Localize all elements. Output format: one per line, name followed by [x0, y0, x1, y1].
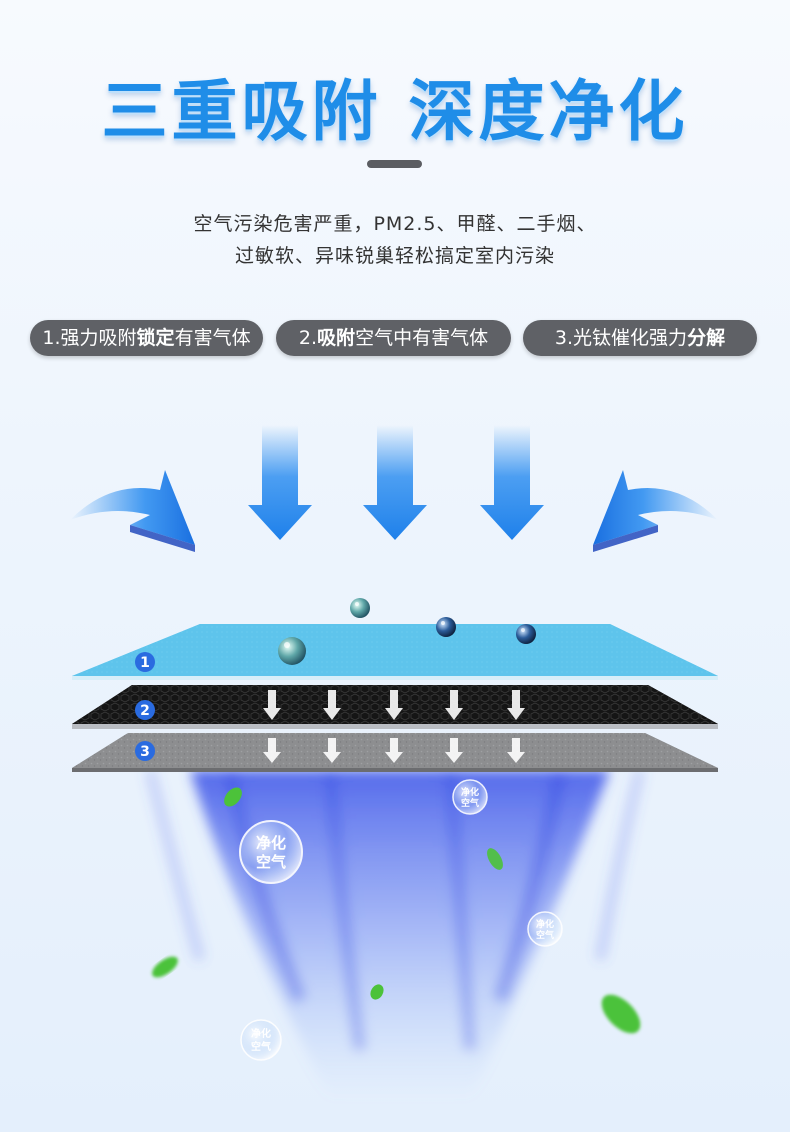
- svg-text:净化: 净化: [251, 1027, 271, 1040]
- svg-text:空气: 空气: [251, 1040, 271, 1053]
- svg-text:空气: 空气: [536, 929, 554, 941]
- arrow-curve-left-icon: [70, 470, 195, 552]
- svg-text:空气: 空气: [461, 797, 479, 809]
- clean-air-bubble: 净化 空气: [527, 911, 563, 947]
- layer-badge-3: 3: [135, 741, 155, 761]
- pill-1-bold: 锁定: [136, 327, 175, 349]
- svg-text:1: 1: [140, 655, 150, 671]
- svg-text:2: 2: [140, 703, 150, 719]
- feature-pill-2: 2.吸附空气中有害气体: [276, 320, 511, 356]
- svg-text:3: 3: [140, 744, 150, 760]
- pill-3-prefix: 3.光钛催化强力: [554, 327, 688, 349]
- subtitle-line-1: 空气污染危害严重，PM2.5、甲醛、二手烟、: [193, 213, 597, 235]
- leaf-icon: [152, 956, 178, 978]
- page-title: 三重吸附 深度净化: [101, 73, 689, 150]
- arrow-down-icon: [248, 425, 312, 540]
- pollutant-particle-icon: [516, 624, 536, 644]
- pollutant-particle-icon: [278, 637, 306, 665]
- arrow-curve-right-icon: [593, 470, 718, 552]
- clean-air-bubble: 净化 空气: [239, 820, 303, 884]
- clean-air-bubble: 净化 空气: [452, 779, 488, 815]
- pollutant-particle-icon: [350, 598, 370, 618]
- layer-badge-1: 1: [135, 652, 155, 672]
- leaf-icon: [224, 787, 242, 807]
- title-divider: [367, 160, 422, 168]
- svg-text:空气: 空气: [256, 853, 286, 871]
- pill-1-suffix: 有害气体: [174, 327, 251, 349]
- pill-2-bold: 吸附: [317, 327, 356, 349]
- pill-1-prefix: 1.强力吸附: [42, 327, 137, 349]
- leaf-icon: [370, 984, 384, 1000]
- arrow-down-icon: [363, 425, 427, 540]
- svg-text:净化: 净化: [256, 834, 286, 852]
- svg-text:净化: 净化: [536, 918, 554, 930]
- layer-badge-2: 2: [135, 700, 155, 720]
- svg-text:净化: 净化: [461, 786, 479, 798]
- filter-layer-1: [72, 624, 718, 680]
- clean-air-bubble: 净化 空气: [240, 1019, 282, 1061]
- pill-2-prefix: 2.: [298, 327, 318, 349]
- arrow-down-icon: [263, 690, 525, 763]
- filter-layer-2: [72, 685, 718, 729]
- pollutant-particle-icon: [436, 617, 456, 637]
- arrow-down-icon: [480, 425, 544, 540]
- feature-pill-1: 1.强力吸附锁定有害气体: [30, 320, 263, 356]
- feature-pill-3: 3.光钛催化强力分解: [523, 320, 757, 356]
- airflow-stream: [145, 768, 645, 1100]
- leaf-icon: [487, 848, 503, 870]
- subtitle-line-2: 过敏软、异味锐巢轻松搞定室内污染: [234, 245, 555, 267]
- pill-2-suffix: 空气中有害气体: [355, 327, 489, 349]
- leaf-icon: [601, 994, 641, 1034]
- pill-3-bold: 分解: [687, 327, 726, 349]
